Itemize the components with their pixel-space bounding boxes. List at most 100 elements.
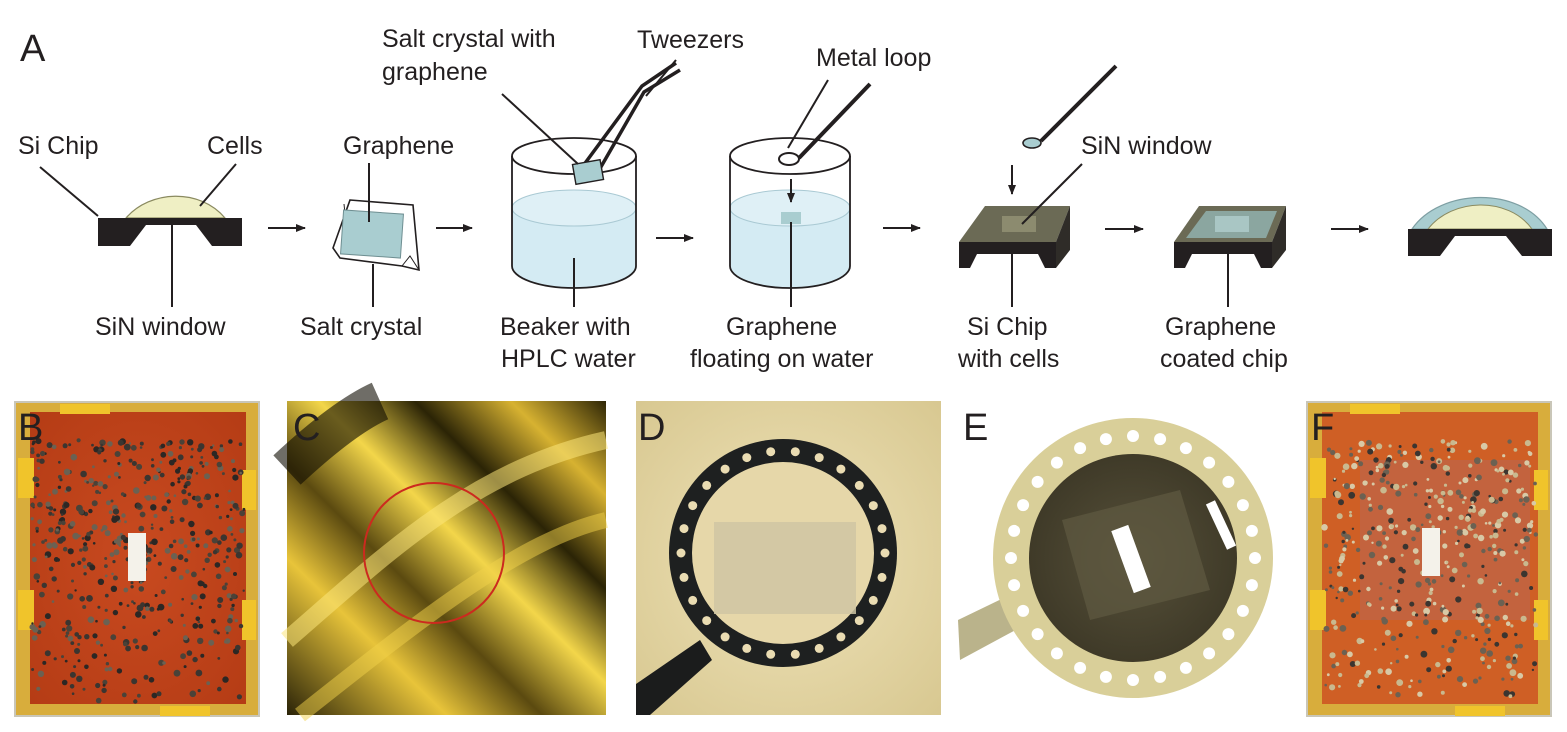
cell-speck <box>1347 651 1353 658</box>
cell-speck <box>227 501 231 505</box>
loop-hole <box>1074 661 1087 674</box>
loop-hole <box>1236 604 1249 617</box>
cell-speck <box>1522 502 1526 506</box>
cell-speck <box>173 669 181 677</box>
cell-speck <box>142 615 146 619</box>
cell-speck <box>164 547 171 554</box>
cell-speck <box>201 464 205 468</box>
panel-f-micrograph <box>1306 401 1552 717</box>
cell-speck <box>104 557 108 560</box>
cell-speck <box>198 605 202 609</box>
cell-speck <box>217 657 221 660</box>
cell-speck <box>217 597 224 603</box>
si-chip-cells-label-1: Si Chip <box>967 313 1048 341</box>
cell-speck <box>1486 650 1493 657</box>
cell-speck <box>1351 462 1358 470</box>
cell-speck <box>1442 464 1449 471</box>
cell-speck <box>1457 539 1460 543</box>
cell-speck <box>186 475 191 480</box>
cell-speck <box>195 616 201 622</box>
cell-speck <box>1429 488 1433 493</box>
beaker-with-water-illustration <box>511 137 637 289</box>
cell-speck <box>229 597 233 602</box>
cell-speck <box>1410 679 1413 682</box>
red-circle-marker <box>363 482 505 624</box>
cell-speck <box>67 635 74 642</box>
cell-speck <box>207 552 212 557</box>
cell-speck <box>157 561 162 566</box>
cell-speck <box>1513 448 1518 452</box>
cell-speck <box>97 578 105 585</box>
cell-speck <box>1529 586 1534 590</box>
cell-speck <box>1516 488 1522 494</box>
cell-speck <box>102 683 106 687</box>
cell-speck <box>1490 459 1498 467</box>
cell-speck <box>178 538 184 545</box>
cell-speck <box>117 462 121 465</box>
cell-speck <box>190 447 194 451</box>
cell-speck <box>1323 543 1329 548</box>
cell-speck <box>76 438 81 443</box>
metal-loop-label: Metal loop <box>816 44 931 72</box>
cell-speck <box>46 542 53 549</box>
cell-speck <box>1520 487 1524 491</box>
cell-speck <box>87 616 95 623</box>
cell-speck <box>86 595 93 602</box>
cell-speck <box>1424 613 1428 617</box>
cell-speck <box>1402 543 1409 550</box>
cell-speck <box>204 473 210 480</box>
cell-speck <box>1487 623 1491 627</box>
graphene-coated-chip-illustration <box>1174 206 1286 268</box>
cell-speck <box>1507 439 1512 444</box>
cell-speck <box>1507 469 1514 476</box>
cell-speck <box>180 653 187 660</box>
cell-speck <box>1456 676 1464 683</box>
cell-speck <box>1414 559 1420 565</box>
panel-label-f: F <box>1311 407 1334 449</box>
cell-speck <box>1406 620 1413 627</box>
cell-speck <box>1470 523 1477 529</box>
cell-speck <box>1440 574 1444 578</box>
cell-speck <box>1492 543 1497 549</box>
cell-speck <box>123 545 128 550</box>
cell-speck <box>42 660 47 665</box>
cell-speck <box>177 480 181 484</box>
cell-speck <box>62 443 68 449</box>
cell-speck <box>133 699 138 704</box>
cell-speck <box>1488 496 1495 503</box>
beaker-with-label: Beaker with <box>500 313 631 341</box>
cell-speck <box>183 665 187 669</box>
cell-speck <box>1476 474 1482 481</box>
cell-speck <box>81 557 86 562</box>
cell-speck <box>1432 601 1437 606</box>
cell-speck <box>30 502 35 508</box>
cell-speck <box>232 467 237 473</box>
cell-speck <box>1481 548 1486 554</box>
cell-speck <box>1413 492 1418 497</box>
cell-speck <box>1337 590 1340 594</box>
cell-speck <box>1503 690 1510 697</box>
cell-speck <box>1396 589 1401 593</box>
cell-speck <box>1508 479 1512 483</box>
cell-speck <box>32 476 39 483</box>
cell-speck <box>1431 525 1435 529</box>
cell-speck <box>227 526 233 532</box>
cell-speck <box>213 629 218 634</box>
cell-speck <box>1402 461 1409 468</box>
cell-speck <box>51 444 57 450</box>
cell-specks-b <box>29 438 246 704</box>
panel-label-c: C <box>293 407 320 449</box>
cell-speck <box>45 501 51 507</box>
loop-hole <box>877 572 887 582</box>
tweezers-leader <box>645 59 677 97</box>
cell-speck <box>196 537 200 541</box>
cell-speck <box>1475 638 1479 642</box>
cell-speck <box>162 661 166 665</box>
sin-window-2-label: SiN window <box>1081 132 1213 160</box>
cell-speck <box>1502 454 1506 458</box>
cell-speck <box>37 519 42 525</box>
loop-hole <box>1099 433 1112 446</box>
cell-speck <box>1407 517 1412 522</box>
cell-speck <box>1514 543 1518 547</box>
cell-speck <box>1358 679 1364 684</box>
